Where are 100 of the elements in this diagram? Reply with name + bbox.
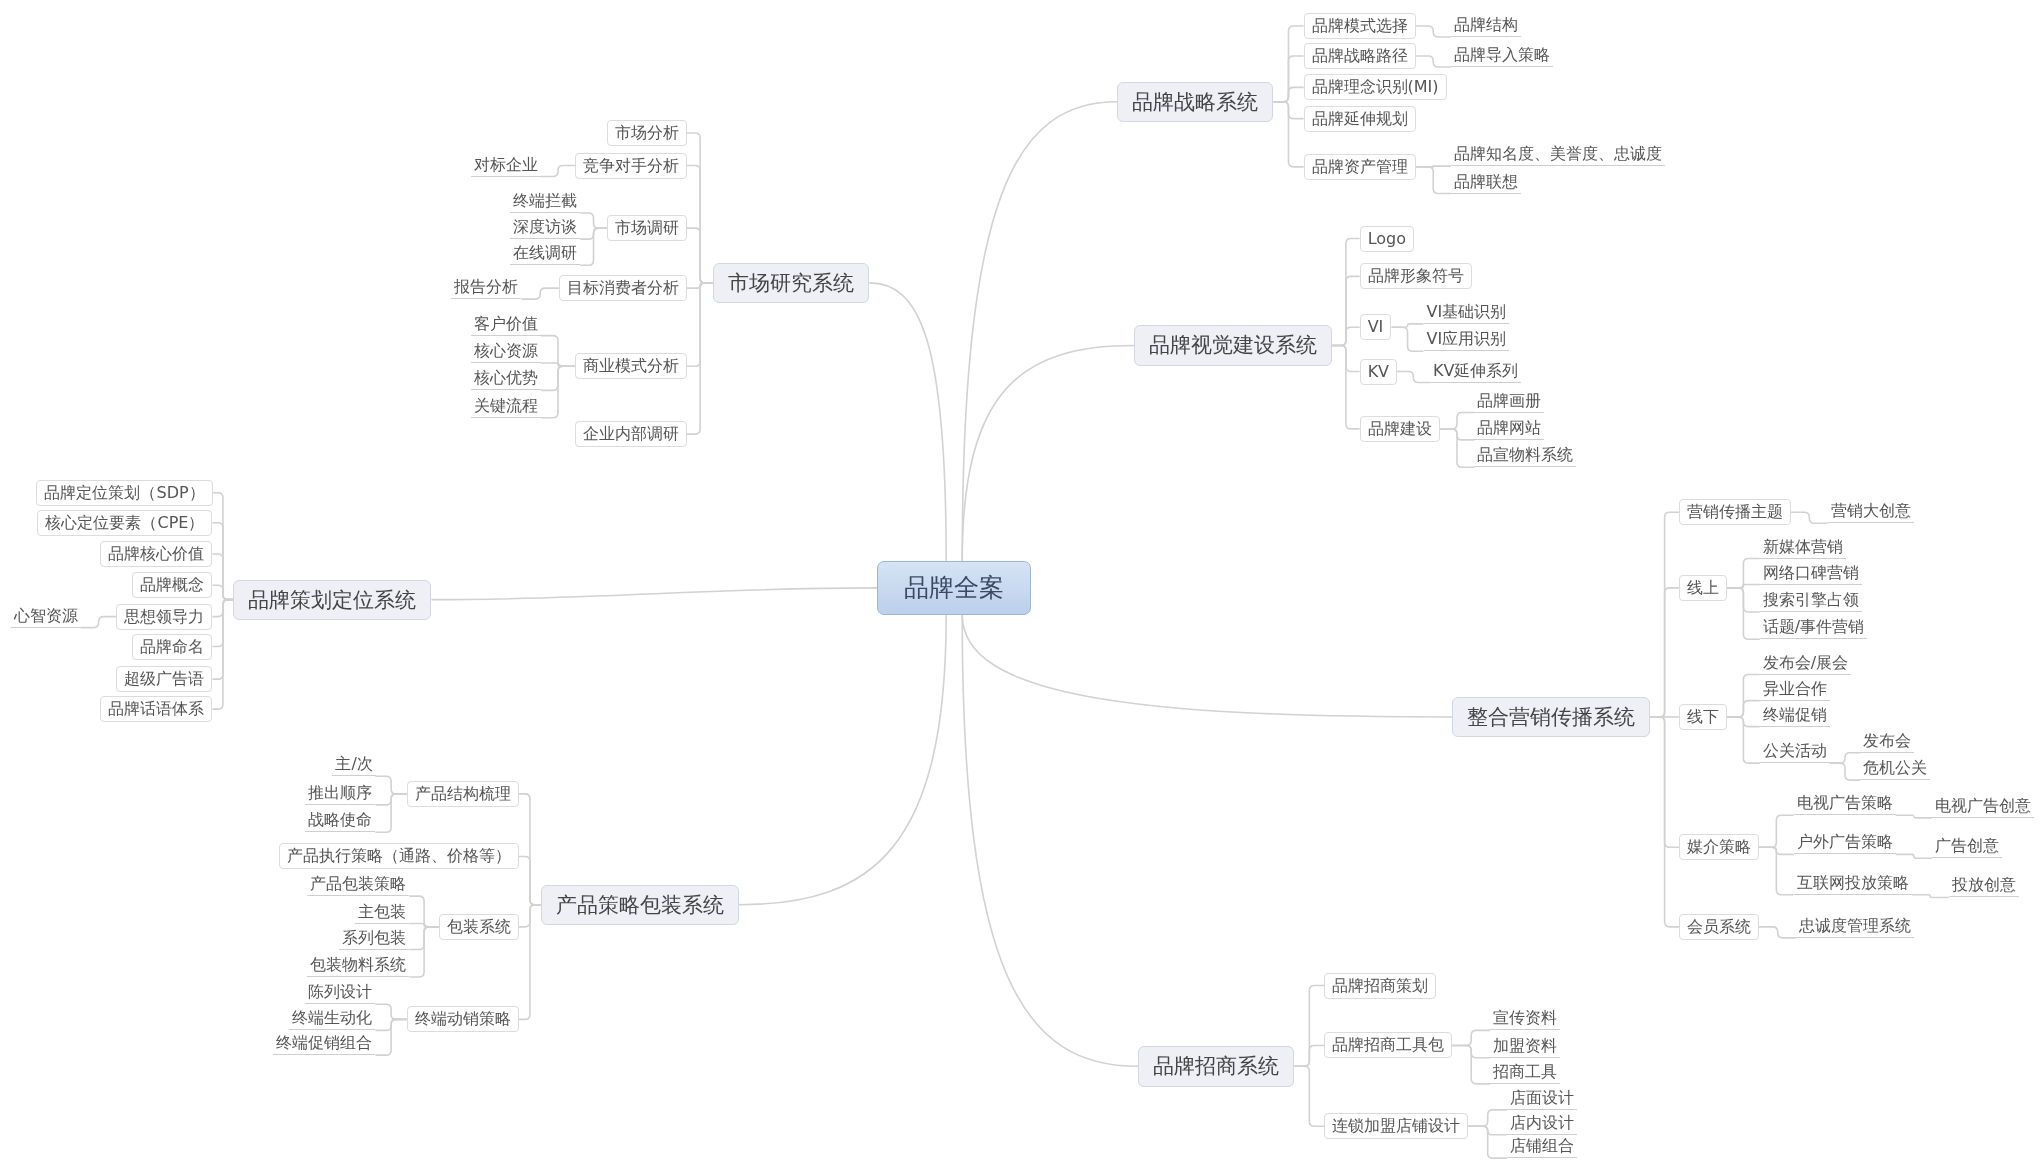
underlined-topic: 在线调研 [510, 243, 581, 266]
subtopic-box: 产品执行策略（通路、价格等） [278, 843, 519, 870]
underlined-topic: 品牌结构 [1450, 15, 1521, 38]
underlined-topic: 心智资源 [10, 605, 81, 628]
branch-line [868, 282, 947, 563]
subtopic-box: 包装系统 [438, 913, 519, 940]
underlined-topic: 品牌画册 [1474, 390, 1545, 413]
branch-line [1758, 846, 1795, 896]
branch-line [1451, 1044, 1491, 1085]
subtopic-box: 营销传播主题 [1679, 499, 1791, 526]
underlined-topic: 店铺组合 [1506, 1136, 1577, 1159]
subtopic-box: 品牌定位策划（SDP） [36, 479, 213, 506]
branch-line [540, 365, 576, 419]
underlined-topic: 品牌知名度、美誉度、忠诚度 [1450, 144, 1665, 167]
underlined-topic: 品牌网站 [1474, 417, 1545, 440]
branch-line [961, 344, 1135, 563]
subtopic-box: Logo [1359, 225, 1414, 252]
branch-line [1395, 370, 1431, 384]
branch-line [1390, 326, 1425, 353]
underlined-topic: 公关活动 [1759, 741, 1830, 764]
subtopic-box: 产品结构梳理 [406, 780, 519, 807]
subtopic-box: 品牌招商策划 [1324, 972, 1437, 999]
underlined-topic: 投放创意 [1948, 875, 2019, 898]
subtopic-box: 品牌命名 [132, 633, 213, 660]
main-topic-box: 品牌策划定位系统 [233, 579, 432, 620]
underlined-topic: 危机公关 [1860, 758, 1931, 781]
underlined-topic: 品牌导入策略 [1450, 45, 1553, 68]
subtopic-box: 线上 [1679, 574, 1727, 601]
underlined-topic: 户外广告策略 [1793, 832, 1896, 855]
underlined-topic: 话题/事件营销 [1759, 617, 1868, 640]
branch-line [1790, 511, 1829, 525]
underlined-topic: 终端促销组合 [273, 1033, 376, 1056]
subtopic-box: 市场调研 [606, 215, 687, 242]
branch-line [374, 1018, 408, 1056]
main-topic-box: 品牌战略系统 [1117, 81, 1274, 122]
underlined-topic: 店面设计 [1506, 1087, 1577, 1110]
subtopic-box: 思想领导力 [116, 603, 213, 630]
underlined-topic: 忠诚度管理系统 [1796, 915, 1915, 938]
branch-line [1894, 814, 1933, 819]
central-topic-box: 品牌全案 [877, 561, 1032, 615]
subtopic-box: 企业内部调研 [574, 421, 687, 448]
underlined-topic: 关键流程 [470, 395, 541, 418]
underlined-topic: 主/次 [332, 754, 376, 777]
branch-line [1293, 1065, 1326, 1128]
underlined-topic: VI基础识别 [1423, 301, 1510, 324]
branch-line [961, 613, 1140, 1068]
subtopic-box: 媒介策略 [1679, 834, 1759, 861]
branch-line [1438, 428, 1476, 469]
branch-line [211, 598, 235, 710]
underlined-topic: 发布会/展会 [1759, 652, 1852, 675]
underlined-topic: 搜索引擎占领 [1759, 589, 1862, 612]
branch-line [1758, 926, 1798, 939]
underlined-topic: 终端生动化 [289, 1008, 376, 1031]
branch-line [540, 164, 576, 178]
subtopic-box: 超级广告语 [116, 666, 213, 693]
subtopic-box: 品牌概念 [132, 572, 213, 599]
underlined-topic: 宣传资料 [1489, 1008, 1560, 1031]
subtopic-box: 品牌话语体系 [100, 696, 213, 723]
underlined-topic: 客户价值 [470, 313, 541, 336]
subtopic-box: 品牌建设 [1359, 415, 1440, 442]
underlined-topic: 产品包装策略 [307, 874, 410, 897]
underlined-topic: 主包装 [355, 901, 410, 924]
underlined-topic: 异业合作 [1759, 678, 1830, 701]
branch-line [686, 282, 715, 435]
subtopic-box: 品牌形象符号 [1359, 263, 1472, 290]
branch-line [1726, 587, 1761, 641]
branch-line [1894, 853, 1933, 860]
underlined-topic: 包装物料系统 [307, 954, 410, 977]
underlined-topic: 品牌联想 [1450, 171, 1521, 194]
branch-line [1829, 762, 1861, 781]
branch-line [579, 227, 608, 266]
branch-line [1272, 100, 1305, 168]
subtopic-box: 终端动销策略 [406, 1006, 519, 1033]
subtopic-box: VI [1359, 314, 1392, 341]
subtopic-box: 品牌战略路径 [1303, 43, 1416, 70]
branch-line [1331, 344, 1361, 430]
main-topic-box: 整合营销传播系统 [1452, 696, 1651, 738]
underlined-topic: 报告分析 [451, 277, 522, 300]
underlined-topic: 营销大创意 [1827, 501, 1914, 524]
branch-line [518, 903, 542, 1021]
underlined-topic: 深度访谈 [510, 217, 581, 240]
main-topic-box: 市场研究系统 [713, 262, 870, 304]
underlined-topic: 核心优势 [470, 368, 541, 391]
subtopic-box: 核心定位要素（CPE） [37, 509, 213, 536]
main-topic-box: 品牌视觉建设系统 [1134, 325, 1333, 366]
subtopic-box: 连锁加盟店铺设计 [1324, 1113, 1469, 1140]
branch-line [1414, 55, 1452, 68]
underlined-topic: 战略使命 [305, 810, 376, 833]
underlined-topic: 发布会 [1860, 730, 1915, 753]
branch-line [1910, 894, 1950, 899]
underlined-topic: 互联网投放策略 [1793, 872, 1912, 895]
underlined-topic: 网络口碑营销 [1759, 562, 1862, 585]
main-topic-box: 产品策略包装系统 [541, 884, 740, 925]
underlined-topic: 推出顺序 [305, 782, 376, 805]
subtopic-box: 线下 [1679, 703, 1727, 730]
subtopic-box: 会员系统 [1679, 913, 1759, 940]
branch-line [1726, 716, 1761, 764]
branch-line [1414, 25, 1452, 38]
subtopic-box: 品牌招商工具包 [1324, 1032, 1453, 1059]
underlined-topic: 广告创意 [1931, 836, 2002, 859]
